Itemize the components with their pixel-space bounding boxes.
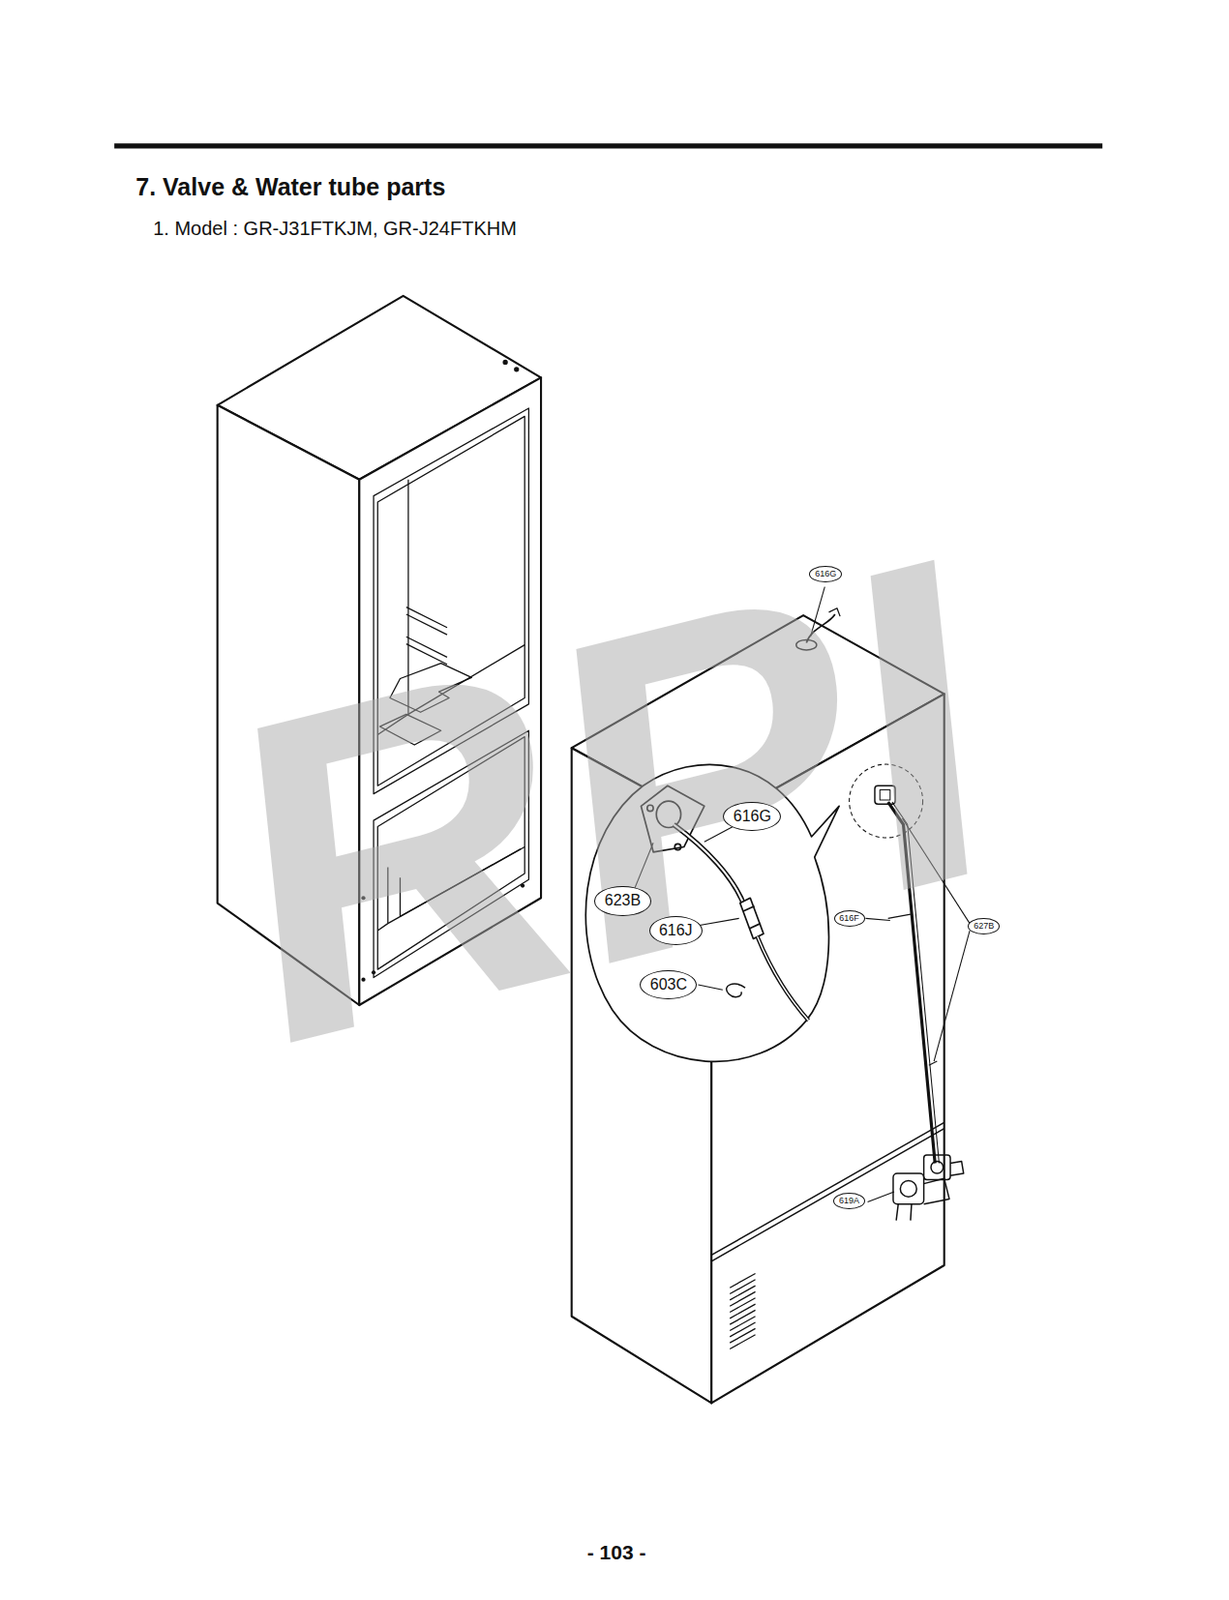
callout-number: 627B (967, 918, 1000, 935)
callout-number: 623B (594, 886, 651, 916)
model-line: 1. Model : GR-J31FTKJM, GR-J24FTKHM (152, 217, 517, 240)
callout-number: 616F (834, 910, 866, 928)
callout-number: 616J (649, 916, 704, 946)
page-number: - 103 - (587, 1541, 647, 1565)
water-tube-assembly (849, 764, 970, 1222)
page-title: 7. Valve & Water tube parts (135, 173, 446, 202)
cabinet-front-view (217, 296, 541, 1006)
callout-text: 616G (814, 569, 837, 579)
detail-bubble (585, 764, 840, 1062)
callout-number: 619A (833, 1193, 866, 1210)
callout-text: 623B (604, 893, 641, 909)
callout-number: 616G (722, 802, 781, 832)
callout-text: 627B (973, 922, 994, 931)
callout-text: 619A (839, 1197, 860, 1206)
watermark: RPI (220, 480, 1005, 1122)
callout-text: 616G (733, 809, 772, 825)
callout-text: 616J (659, 923, 693, 939)
cabinet-rear-view (571, 587, 945, 1405)
callout-text: 616F (839, 914, 860, 924)
header-rule (114, 143, 1103, 149)
callout-text: 603C (650, 977, 688, 993)
callout-number: 616G (809, 566, 842, 583)
callout-number: 603C (639, 970, 697, 1000)
